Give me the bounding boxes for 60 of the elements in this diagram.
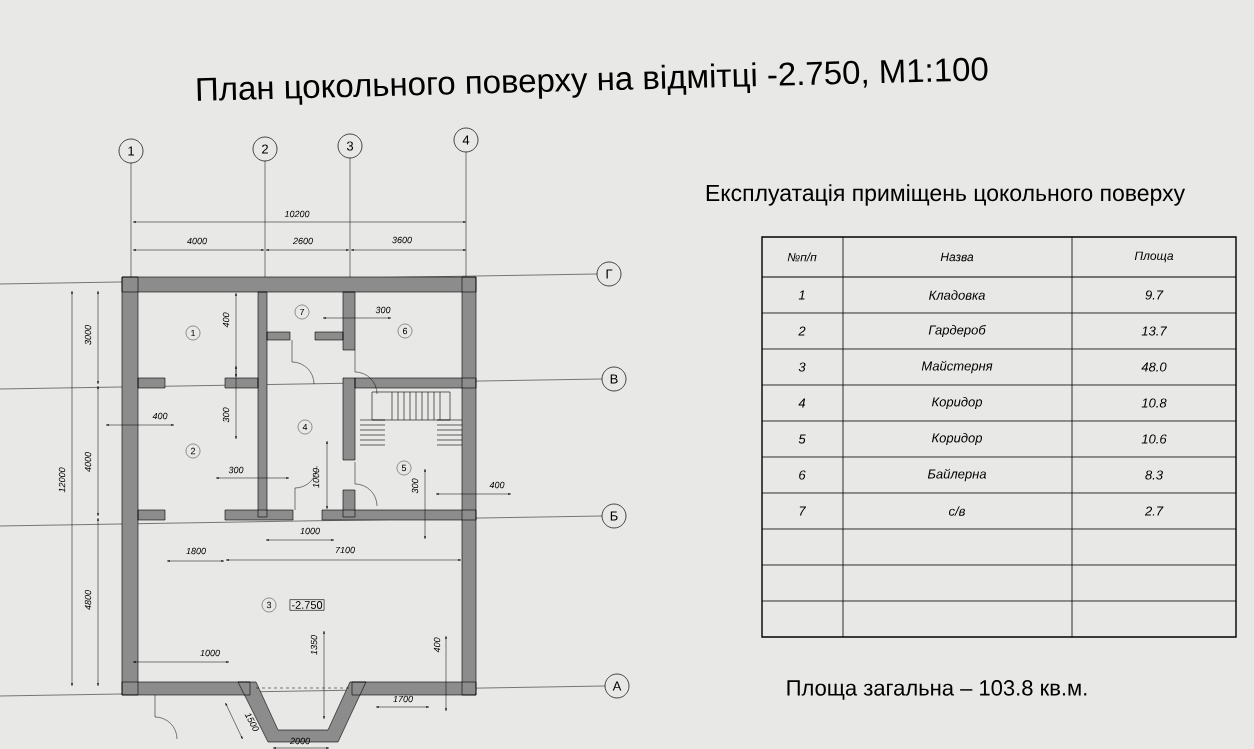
table-cell: 6 <box>799 470 806 480</box>
table-cell: 1 <box>798 290 805 300</box>
dimension-text: 1500 <box>244 713 259 731</box>
dimension-text: 1000 <box>312 468 320 488</box>
dimension-text: 400 <box>433 637 441 653</box>
dimension-text: 1000 <box>200 649 220 657</box>
table-cell: Кладовка <box>929 290 985 300</box>
room-number: 7 <box>294 304 310 320</box>
table-cell: с/в <box>949 506 966 516</box>
dimension-text: 300 <box>228 466 244 474</box>
table-cell: 48.0 <box>1141 362 1167 372</box>
dimension-text: 3600 <box>392 236 412 244</box>
room-number: 1 <box>185 325 201 341</box>
table-cell: 3 <box>798 362 806 372</box>
dimension-text: 2600 <box>292 237 313 245</box>
dimension-text: 2000 <box>289 737 310 745</box>
total-area-note: Площа загальна – 103.8 кв.м. <box>787 680 1087 700</box>
table-header-cell: №п/п <box>787 252 817 262</box>
dimension-text: 400 <box>489 481 505 489</box>
dimension-text: 12000 <box>58 467 66 493</box>
table-cell: 10.8 <box>1141 398 1167 408</box>
dimension-text: 4000 <box>84 452 92 472</box>
dimension-text: 300 <box>222 407 230 423</box>
dimension-text: 10200 <box>284 210 310 218</box>
dimension-text: 1800 <box>186 547 206 555</box>
table-cell: Байлерна <box>927 468 987 482</box>
dimension-text: 3000 <box>84 325 92 345</box>
plan-title: План цокольного поверху на відмітці -2.750, М1:100 <box>197 57 988 105</box>
table-cell: 8.3 <box>1145 470 1163 480</box>
table-cell: 2.7 <box>1144 506 1164 516</box>
table-cell: Майстерня <box>921 360 993 374</box>
table-cell: 2 <box>798 326 806 336</box>
table-cell: 7 <box>799 506 807 516</box>
dimension-text: 1000 <box>300 527 320 535</box>
level-mark: -2.750 <box>289 599 325 611</box>
table-heading: Експлуатація приміщень цокольного поверху <box>706 184 1186 206</box>
room-number: 6 <box>397 323 413 339</box>
table-cell: 9.7 <box>1145 290 1164 300</box>
table-header-cell: Площа <box>1134 251 1174 263</box>
table-cell: 4 <box>798 398 806 408</box>
table-cell: Коридор <box>931 432 983 446</box>
dimension-text: 4800 <box>84 590 92 610</box>
table-cell: 13.7 <box>1141 326 1168 336</box>
dimension-text: 1700 <box>393 695 413 703</box>
table-cell: Коридор <box>931 396 983 410</box>
table-cell: Гардероб <box>928 324 987 338</box>
dimension-text: 300 <box>411 478 419 494</box>
dimension-text: 400 <box>222 312 230 328</box>
room-number: 3 <box>261 597 277 613</box>
dimension-text: 1350 <box>310 635 318 655</box>
dimension-text: 7100 <box>335 546 355 554</box>
dimension-text: 400 <box>152 412 168 420</box>
dimension-text: 4000 <box>187 237 207 245</box>
dimension-text: 300 <box>375 306 391 314</box>
room-number: 5 <box>396 460 412 476</box>
table-cell: 5 <box>798 434 806 444</box>
room-number: 4 <box>297 419 313 435</box>
table-cell: 10.6 <box>1141 434 1167 444</box>
table-header-cell: Назва <box>940 252 974 262</box>
room-number: 2 <box>185 443 201 459</box>
